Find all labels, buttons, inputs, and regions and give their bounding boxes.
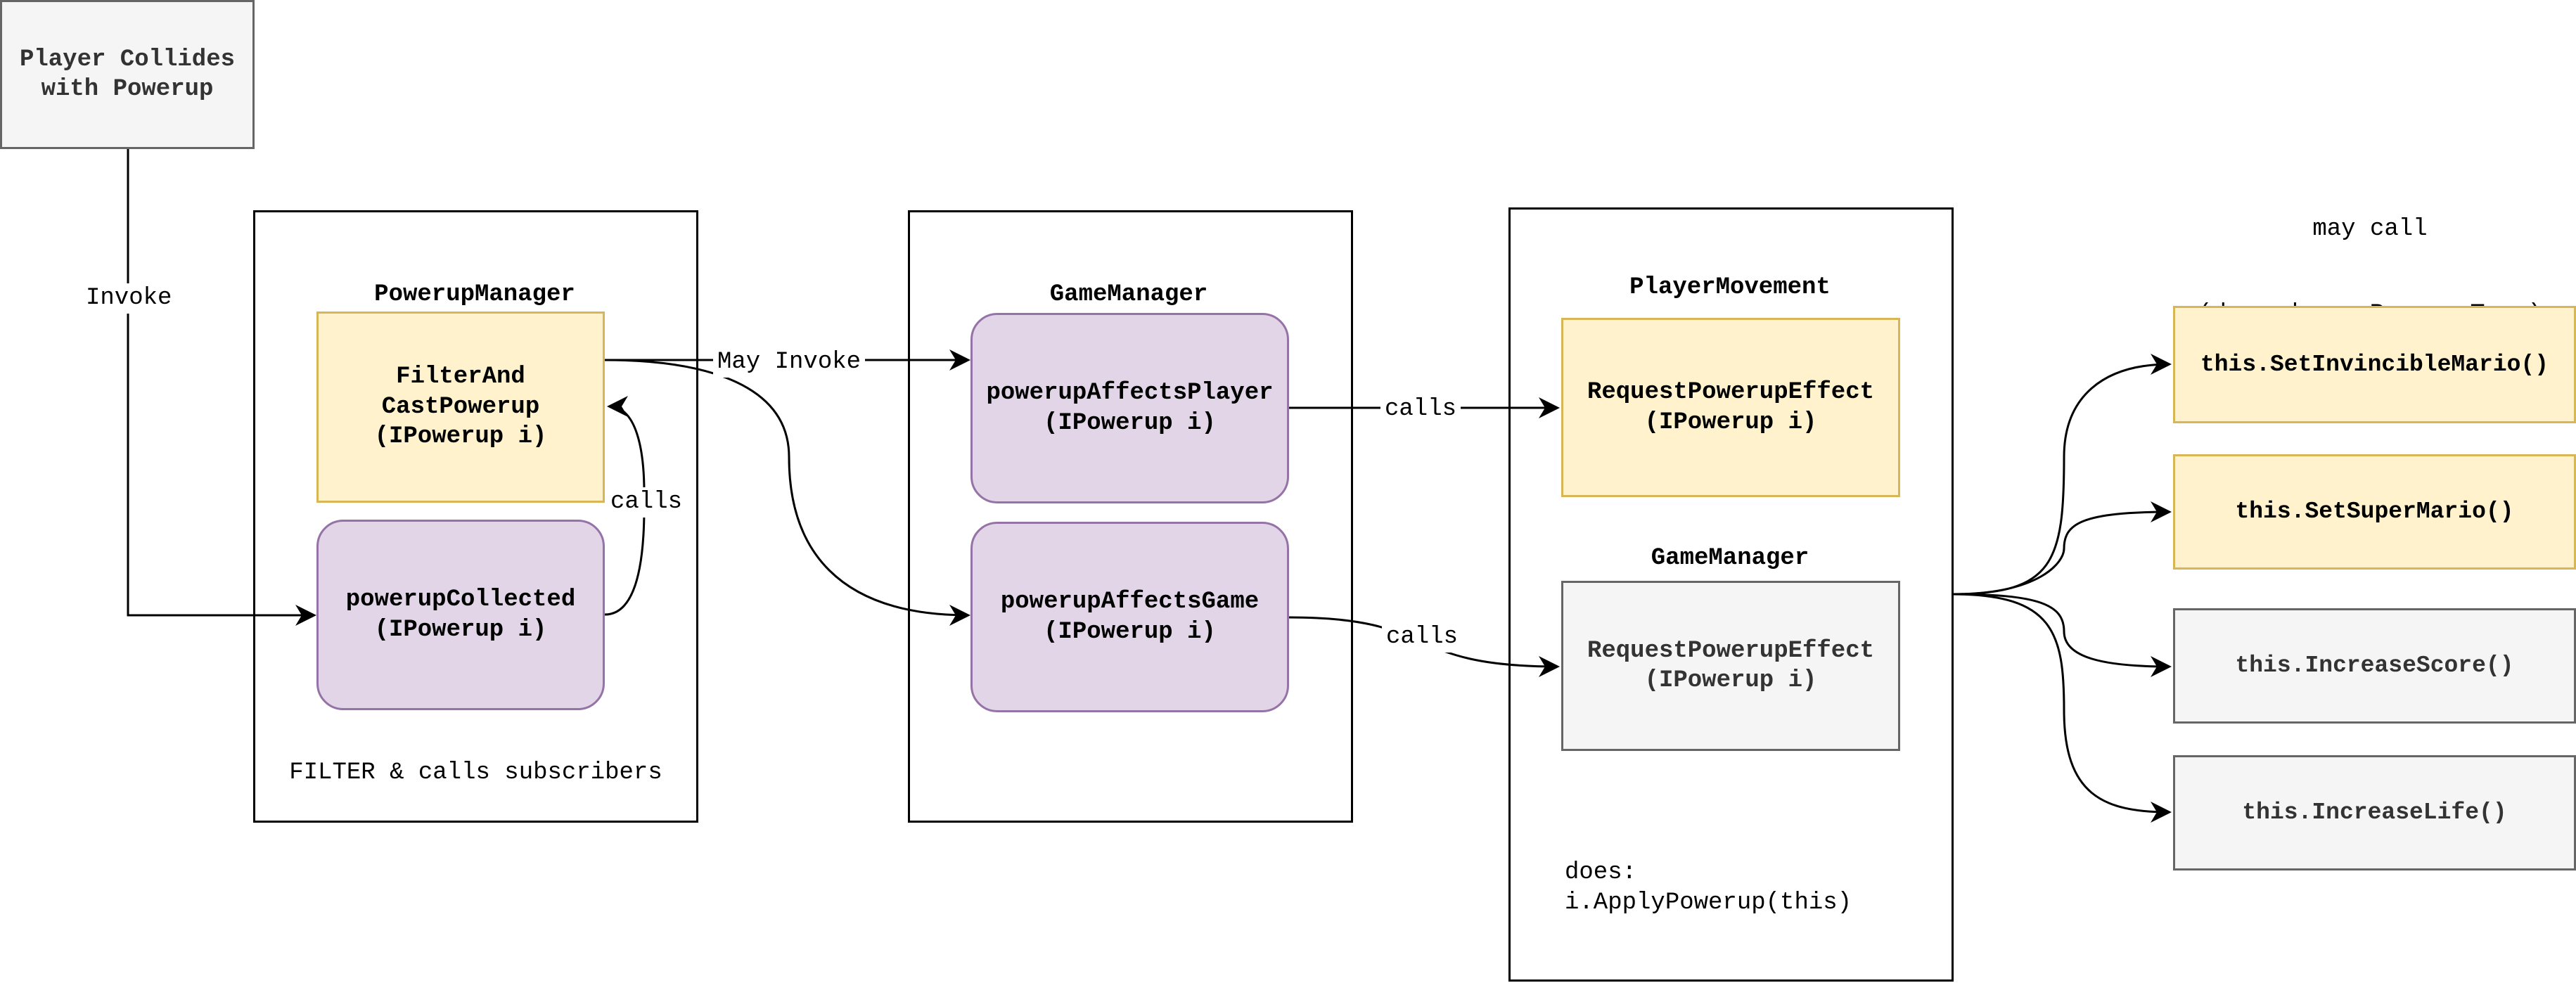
may-invoke-edge-label: May Invoke [713,347,866,378]
player-movement-title: PlayerMovement [1629,274,1831,301]
powerup-collected-node: powerupCollected (IPowerup i) [316,520,605,710]
effects-container [1508,207,1954,982]
calls-player-edge-label: calls [1380,394,1461,425]
game-request-powerup-effect-node: RequestPowerupEffect (IPowerup i) [1561,581,1900,751]
powerup-manager-container [253,210,698,823]
method-set-super-mario: this.SetSuperMario() [2173,454,2576,570]
player-request-powerup-effect-node: RequestPowerupEffect (IPowerup i) [1561,318,1900,497]
game-manager-effects-title: GameManager [1651,545,1809,572]
powerup-manager-title: PowerupManager [374,281,575,308]
does-apply-powerup-label: does: i.ApplyPowerup(this) [1565,859,1852,916]
method-set-invincible-mario: this.SetInvincibleMario() [2173,306,2576,423]
calls-loop-edge-label: calls [606,487,687,518]
game-manager-title: GameManager [1049,281,1208,308]
powerup-affects-game-node: powerupAffectsGame (IPowerup i) [970,522,1289,712]
may-call-label: may call [2312,216,2428,243]
calls-game-edge-label: calls [1382,622,1463,653]
game-manager-container [908,210,1353,823]
powerup-manager-footer: FILTER & calls subscribers [289,759,662,786]
edge-to-life [1952,593,2172,823]
method-increase-score: this.IncreaseScore() [2173,608,2576,724]
powerup-affects-player-node: powerupAffectsPlayer (IPowerup i) [970,313,1289,503]
filter-and-cast-powerup-node: FilterAnd CastPowerup (IPowerup i) [316,311,605,503]
start-node: Player Collides with Powerup [0,0,255,149]
edge-to-super [1952,501,2172,596]
edge-to-score [1952,593,2172,677]
method-increase-life: this.IncreaseLife() [2173,755,2576,870]
invoke-edge-label: Invoke [82,283,177,314]
